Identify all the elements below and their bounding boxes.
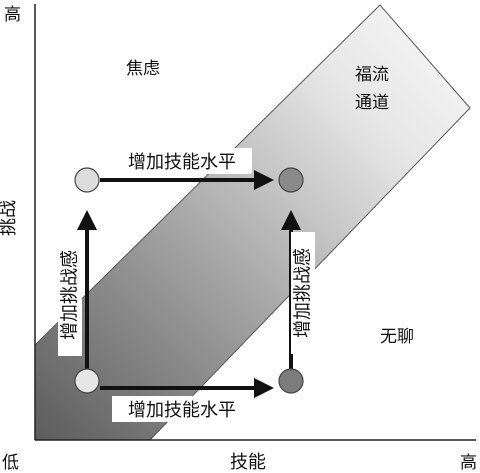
boredom-region-label: 无聊: [380, 327, 414, 347]
anxiety-region-label: 焦虑: [126, 59, 160, 79]
origin-low-label: 低: [2, 453, 19, 473]
y-axis-title: 挑战: [0, 200, 19, 236]
right-arrow-label: 增加挑战感: [293, 248, 314, 338]
flow-channel-label-line1: 福流: [355, 65, 389, 85]
state-low-challenge-low-skill: [74, 368, 100, 394]
right-arrow-label-bg: [291, 232, 315, 354]
flow-channel-band: [34, 4, 471, 441]
top-arrow-label-bg: [112, 148, 252, 174]
bottom-arrow-label-bg: [112, 396, 252, 422]
left-arrow-label: 增加挑战感: [60, 250, 81, 340]
top-arrow-label: 增加技能水平: [128, 152, 236, 173]
x-axis-title: 技能: [230, 452, 266, 473]
top-arrow-head: [254, 170, 274, 190]
y-axis-high-label: 高: [4, 5, 21, 25]
x-axis-high-label: 高: [460, 453, 477, 473]
bottom-arrow-label: 增加技能水平: [128, 400, 236, 421]
state-high-challenge-low-skill: [74, 167, 100, 193]
flow-channel-label-line2: 通道: [355, 93, 389, 113]
left-arrow-label-bg: [58, 234, 82, 356]
state-high-challenge-high-skill: [278, 167, 304, 193]
left-arrow-head: [77, 210, 97, 230]
bottom-arrow-head: [254, 378, 274, 398]
right-arrow-head: [281, 210, 301, 230]
state-low-challenge-high-skill: [278, 368, 304, 394]
